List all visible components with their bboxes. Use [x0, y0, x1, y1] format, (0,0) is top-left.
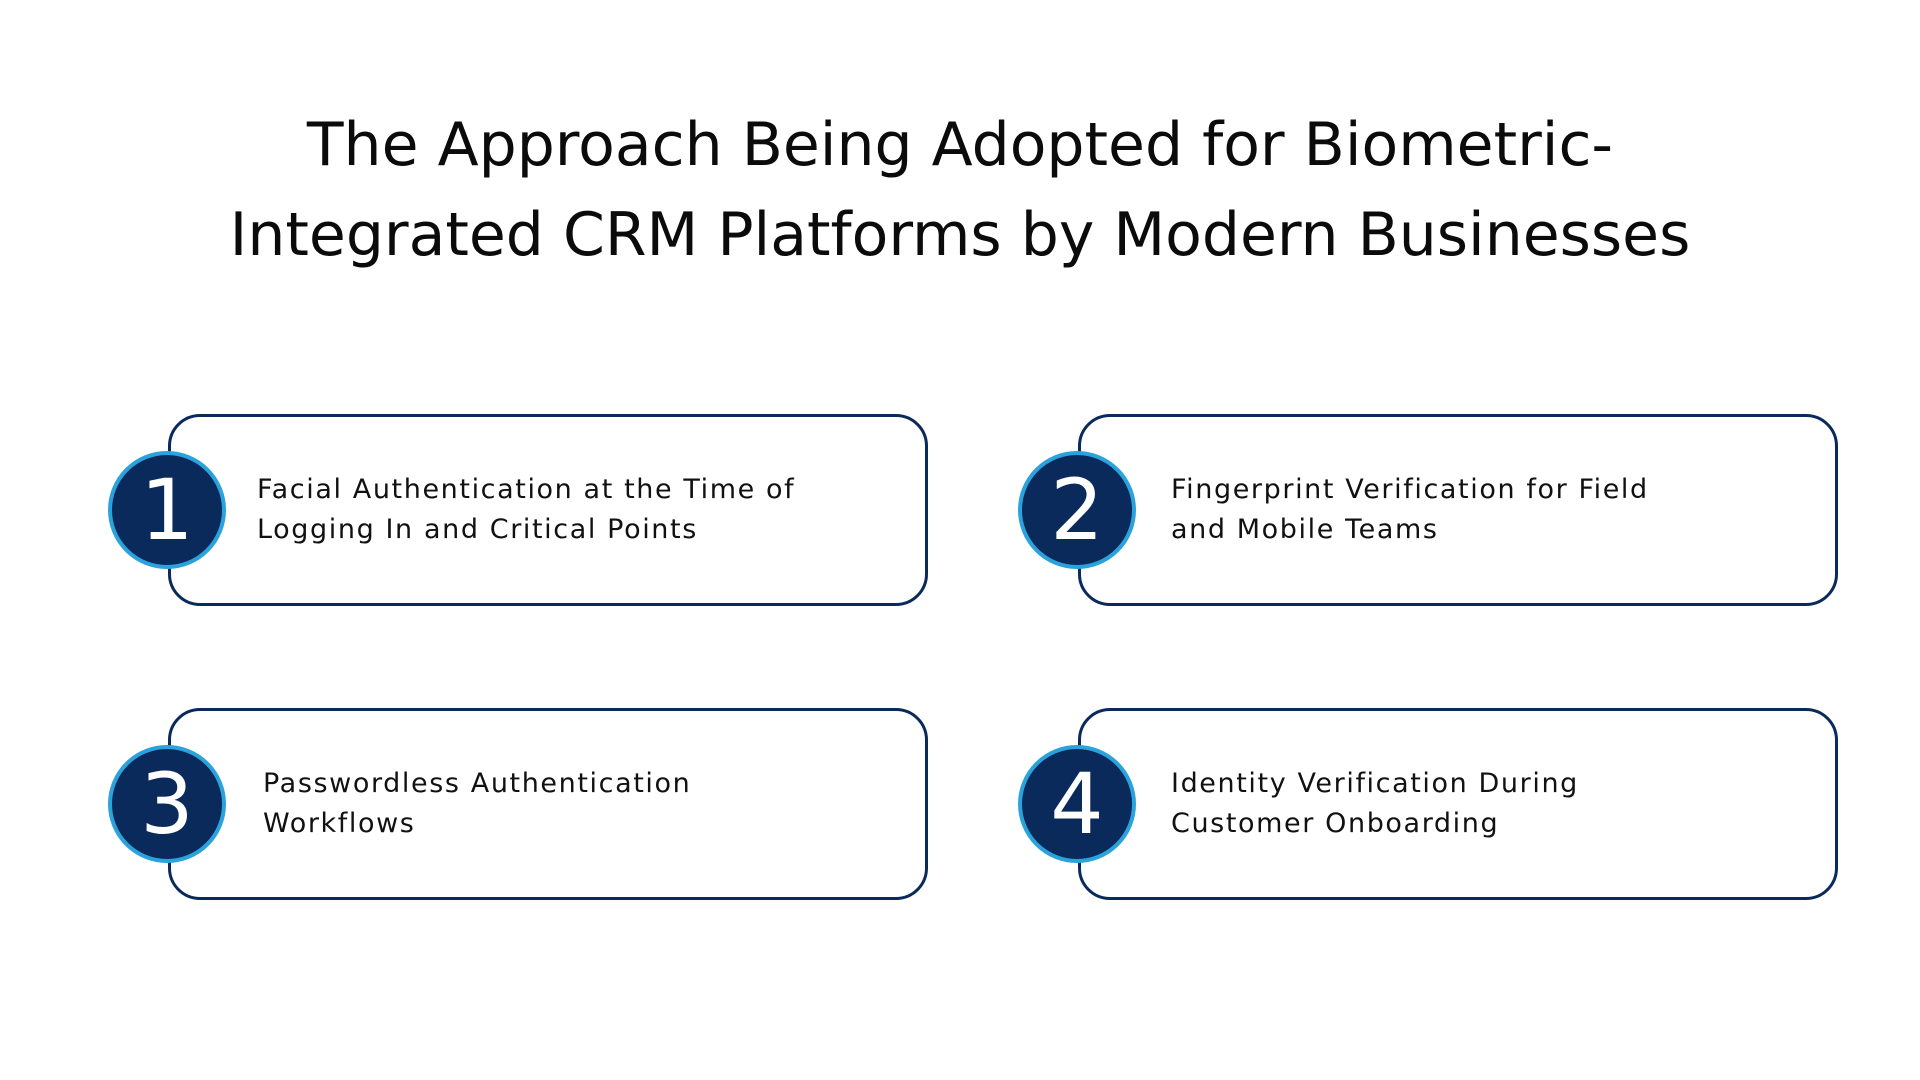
- step-card-4-text: Identity Verification During Customer On…: [1171, 711, 1579, 897]
- step-card-2-text: Fingerprint Verification for Field and M…: [1171, 417, 1649, 603]
- step-badge-1: 1: [108, 451, 226, 569]
- step-card-3-line-2: Workflows: [263, 808, 416, 839]
- title-line-1: The Approach Being Adopted for Biometric…: [306, 110, 1614, 180]
- step-card-3-line-1: Passwordless Authentication: [263, 768, 692, 799]
- step-card-2-line-2: and Mobile Teams: [1171, 514, 1439, 545]
- step-card-4-line-1: Identity Verification During: [1171, 768, 1579, 799]
- step-card-1-line-2: Logging In and Critical Points: [257, 514, 698, 545]
- step-card-2-line-1: Fingerprint Verification for Field: [1171, 474, 1649, 505]
- title-line-2: Integrated CRM Platforms by Modern Busin…: [229, 200, 1691, 270]
- step-card-3-text: Passwordless Authentication Workflows: [263, 711, 691, 897]
- step-card-1: Facial Authentication at the Time of Log…: [168, 414, 928, 606]
- step-card-4: Identity Verification During Customer On…: [1078, 708, 1838, 900]
- step-card-1-line-1: Facial Authentication at the Time of: [257, 474, 796, 505]
- step-card-4-line-2: Customer Onboarding: [1171, 808, 1500, 839]
- step-card-2: Fingerprint Verification for Field and M…: [1078, 414, 1838, 606]
- step-card-3: Passwordless Authentication Workflows: [168, 708, 928, 900]
- step-badge-4: 4: [1018, 745, 1136, 863]
- step-badge-2: 2: [1018, 451, 1136, 569]
- page-title: The Approach Being Adopted for Biometric…: [0, 100, 1920, 280]
- step-badge-3: 3: [108, 745, 226, 863]
- step-card-1-text: Facial Authentication at the Time of Log…: [257, 417, 795, 603]
